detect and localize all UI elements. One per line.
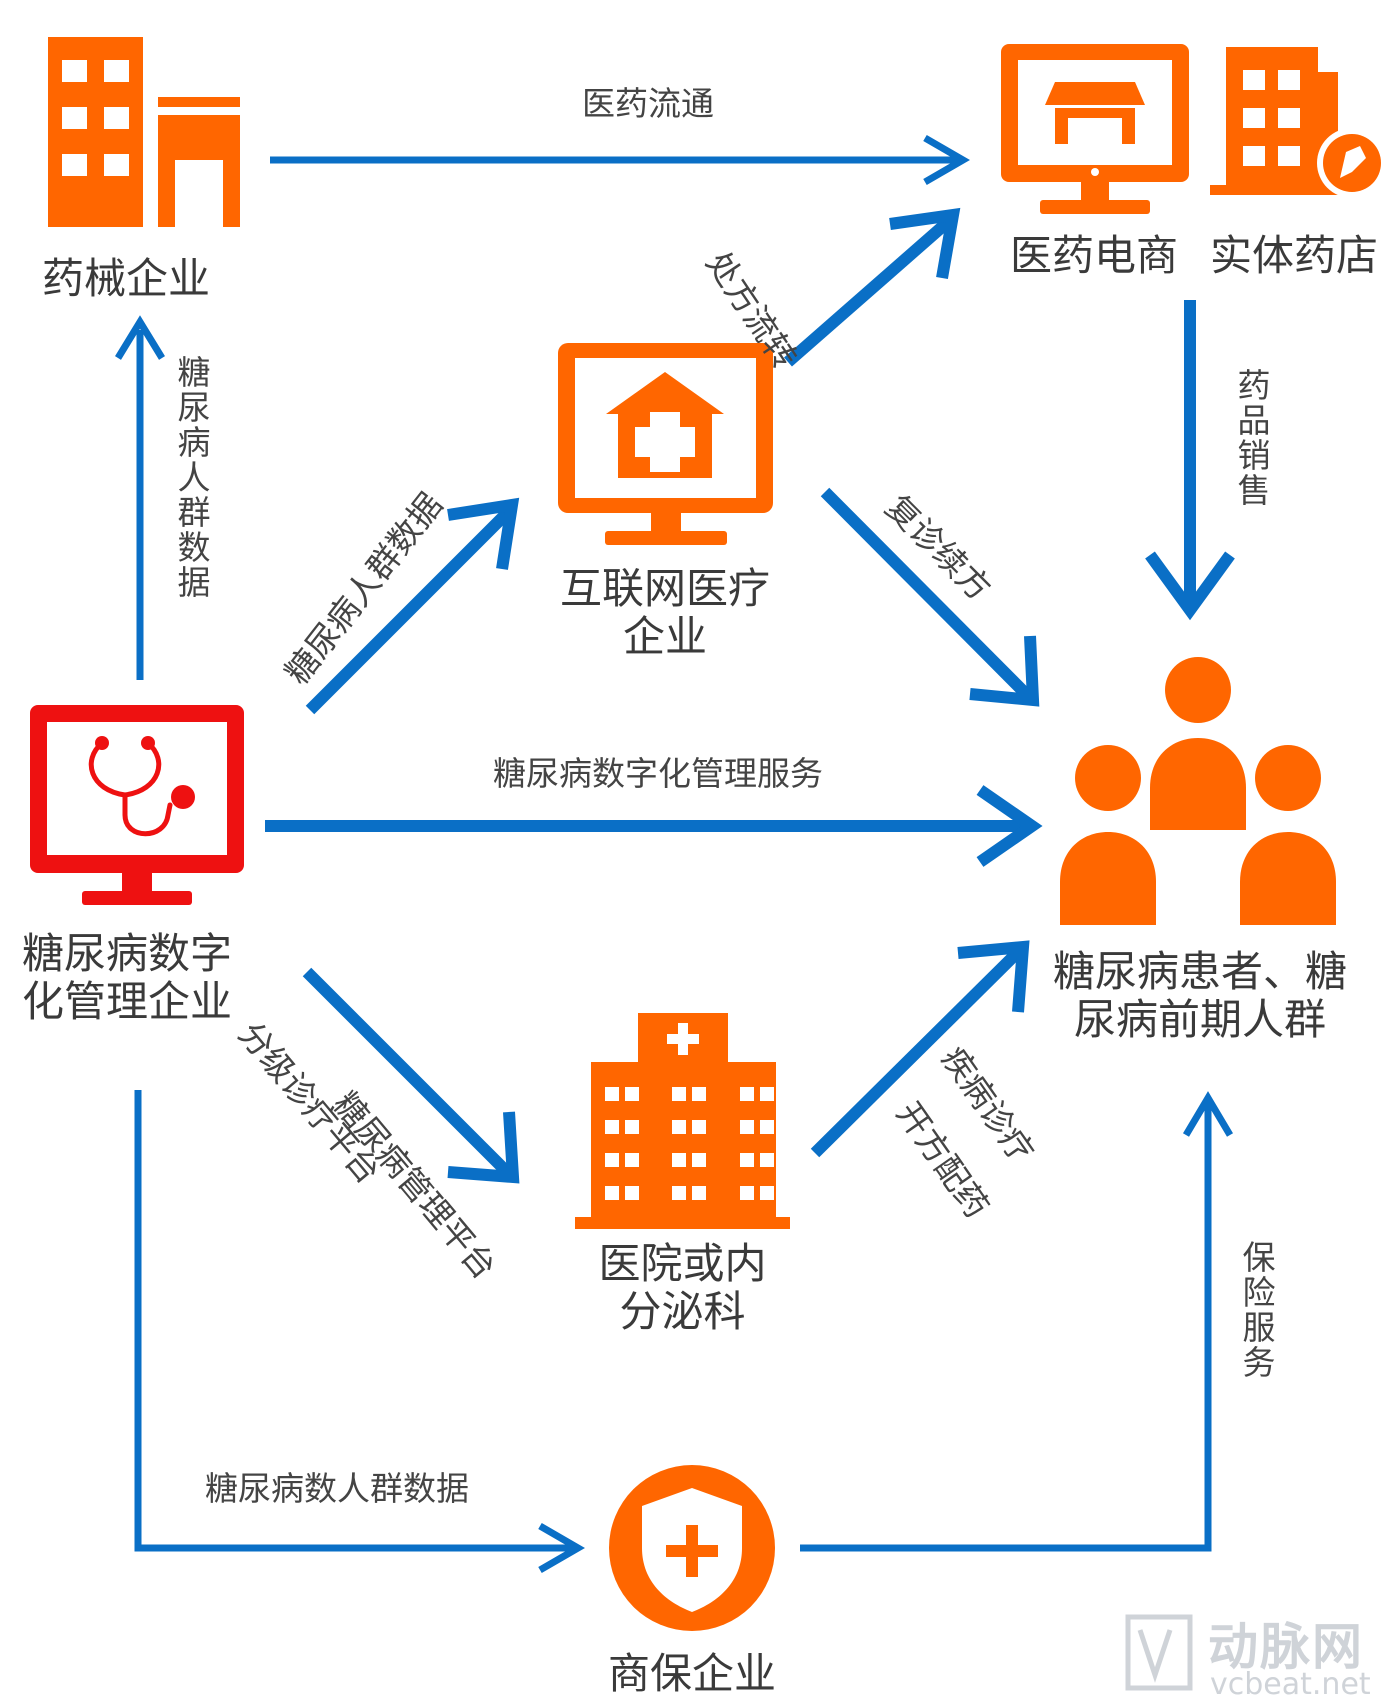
node-insurance-label: 商保企业	[608, 1649, 777, 1698]
stethoscope-monitor-icon	[30, 705, 244, 905]
pharmacy-building-icon	[1210, 47, 1387, 198]
edge-population-data-up-label: 糖尿病人群数据	[171, 355, 211, 600]
edge-distribution-label: 医药流通	[582, 84, 714, 123]
node-pharmacy-text: 实体药店	[1210, 231, 1379, 280]
node-pharma-label: 药械企业	[42, 254, 211, 303]
arrow-insurance-service	[800, 1091, 1234, 1552]
edge-drug-sales-label: 药品销售	[1231, 368, 1271, 508]
node-insurance-text: 商保企业	[608, 1649, 777, 1698]
edge-insurance-service-label: 保险服务	[1236, 1240, 1276, 1380]
node-internet-medical-label: 互联网医疗 企业	[555, 564, 775, 662]
arrow-population-data-up	[115, 315, 165, 680]
arrow-drug-sales	[1145, 300, 1235, 621]
node-hospital-label: 医院或内 分泌科	[575, 1239, 790, 1337]
arrow-population-data-bottom	[134, 1090, 585, 1574]
node-hospital-line1: 医院或内	[598, 1239, 767, 1288]
online-shop-monitor-icon	[1001, 44, 1189, 214]
arrow-treatment	[810, 940, 1030, 1158]
node-patients-line2: 尿病前期人群	[1073, 995, 1326, 1045]
people-group-icon	[1060, 657, 1336, 925]
node-ecommerce-label: 医药电商	[1010, 231, 1179, 280]
node-diabetes-mgmt-line1: 糖尿病数字	[22, 929, 233, 978]
arrow-tiered-platform	[302, 967, 520, 1184]
node-pharmacy-label: 实体药店	[1210, 231, 1379, 280]
arrow-digital-service	[265, 785, 1043, 867]
factory-building-icon	[48, 37, 240, 227]
hospital-building-icon	[575, 1013, 790, 1229]
node-patients-line1: 糖尿病患者、糖	[1052, 947, 1347, 996]
node-internet-medical-line2: 企业	[622, 612, 707, 662]
node-pharma-text: 药械企业	[42, 254, 211, 303]
node-internet-medical-line1: 互联网医疗	[559, 564, 770, 613]
edge-digital-service-label: 糖尿病数字化管理服务	[493, 754, 823, 793]
node-diabetes-mgmt-label: 糖尿病数字 化管理企业	[22, 929, 252, 1027]
vcbeat-logo-icon	[1125, 1614, 1193, 1691]
arrow-followup	[820, 487, 1040, 707]
node-hospital-line2: 分泌科	[619, 1287, 746, 1337]
arrow-distribution	[270, 134, 970, 186]
node-ecommerce-text: 医药电商	[1010, 231, 1179, 280]
arrow-prescription-flow	[784, 207, 961, 367]
insurance-shield-icon	[609, 1465, 775, 1631]
telemedicine-monitor-icon	[558, 343, 773, 545]
arrow-population-data-diag	[305, 497, 520, 715]
edge-population-data-bottom-label: 糖尿病数人群数据	[205, 1469, 469, 1508]
node-patients-label: 糖尿病患者、糖 尿病前期人群	[1040, 947, 1360, 1045]
watermark-cn: 动脉网	[1208, 1618, 1364, 1676]
node-diabetes-mgmt-line2: 化管理企业	[22, 977, 233, 1027]
watermark-en: vcbeat.net	[1210, 1667, 1371, 1702]
